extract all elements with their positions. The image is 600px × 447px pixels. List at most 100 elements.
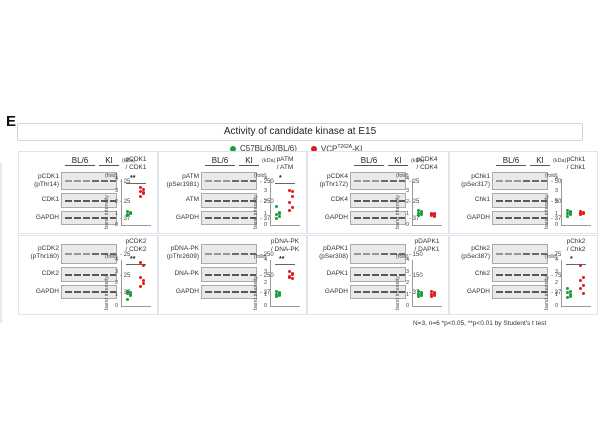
legend-dot-green-icon	[230, 145, 236, 152]
band	[354, 199, 361, 202]
band	[505, 180, 512, 183]
western-blot	[61, 172, 117, 190]
y-tick: 1	[264, 291, 268, 298]
data-point	[275, 213, 278, 217]
data-point	[139, 190, 142, 194]
western-blot	[350, 285, 406, 299]
band	[496, 253, 503, 256]
significance-line	[566, 264, 586, 265]
data-point	[291, 276, 294, 280]
band	[92, 217, 99, 220]
band	[223, 180, 230, 183]
data-point	[417, 289, 420, 293]
blot-label: ATM	[185, 196, 199, 203]
data-point	[566, 215, 569, 219]
band	[381, 180, 388, 183]
data-point	[579, 279, 582, 283]
band	[505, 273, 512, 276]
band	[381, 217, 388, 220]
x-axis	[121, 225, 151, 226]
data-point	[417, 212, 420, 215]
band	[214, 180, 221, 183]
western-blot	[201, 244, 257, 264]
data-point	[579, 264, 582, 268]
data-point	[579, 209, 582, 213]
x-axis	[561, 306, 591, 307]
y-axis-label: band intensity	[395, 276, 401, 310]
mw-marker: - 25	[120, 252, 131, 258]
band	[354, 253, 361, 256]
legend-dot-red-icon	[310, 145, 317, 152]
band	[83, 291, 90, 294]
y-tick: 4	[555, 176, 559, 182]
band	[101, 180, 108, 183]
data-point	[275, 289, 278, 293]
data-point	[291, 206, 294, 210]
band	[363, 253, 370, 256]
band	[399, 253, 405, 256]
data-point	[566, 296, 569, 300]
western-blot	[492, 285, 548, 299]
western-blot	[61, 193, 117, 208]
band	[390, 217, 397, 220]
band	[363, 199, 370, 202]
y-axis	[561, 260, 562, 306]
band	[83, 273, 90, 276]
band	[241, 180, 248, 183]
kda-label: (kDa)	[411, 158, 425, 164]
y-tick: 4	[264, 176, 268, 182]
fold-label: (fold)	[396, 173, 409, 179]
footnote: N=3, n=6 *p<0.05, **p<0.01 by Student's …	[413, 320, 547, 327]
data-point	[420, 213, 423, 217]
y-tick: 3	[115, 268, 119, 275]
y-tick: 0	[555, 222, 559, 228]
kda-label: (kDa)	[122, 158, 136, 164]
significance: **	[130, 175, 136, 182]
band	[223, 253, 230, 256]
band	[214, 199, 221, 202]
group-label-ki: KI	[99, 156, 119, 166]
blot-label: GAPDH	[324, 288, 348, 295]
band	[514, 273, 521, 276]
y-tick: 4	[115, 257, 119, 263]
legend: C57BL/6J(BL/6) VCPT262A-KI	[230, 144, 362, 154]
data-point	[417, 214, 420, 218]
western-blot	[61, 285, 117, 299]
group-label-ki: KI	[239, 156, 259, 166]
plot-title: pCDK4 / CDK4	[416, 156, 438, 171]
band	[232, 180, 239, 183]
band	[399, 273, 405, 276]
data-point	[582, 283, 585, 287]
data-point	[417, 293, 420, 296]
data-point	[566, 208, 569, 212]
band	[241, 253, 248, 256]
y-tick: 0	[115, 303, 119, 309]
x-axis	[561, 225, 591, 226]
band	[496, 217, 503, 220]
data-point	[142, 191, 145, 195]
fold-label: (fold)	[396, 254, 409, 260]
y-tick: 2	[406, 280, 410, 286]
band	[381, 253, 388, 256]
band	[205, 291, 212, 294]
band	[241, 291, 248, 294]
blot-label: pCDK1 (pThr14)	[34, 173, 59, 188]
y-axis	[270, 260, 271, 306]
y-axis-label: band intensity	[104, 276, 110, 310]
band	[74, 180, 81, 183]
y-axis	[121, 260, 122, 306]
data-point	[142, 279, 145, 283]
western-blot	[350, 244, 406, 264]
data-point	[417, 295, 420, 299]
blot-label: GAPDH	[35, 214, 59, 221]
band	[381, 273, 388, 276]
plot-title: pATM / ATM	[276, 156, 294, 171]
band	[101, 273, 108, 276]
mw-marker: - 37	[409, 216, 420, 222]
band	[92, 253, 99, 256]
blot-label: pATM (pSer1981)	[166, 173, 199, 188]
data-point	[430, 289, 433, 293]
western-blot	[350, 267, 406, 282]
